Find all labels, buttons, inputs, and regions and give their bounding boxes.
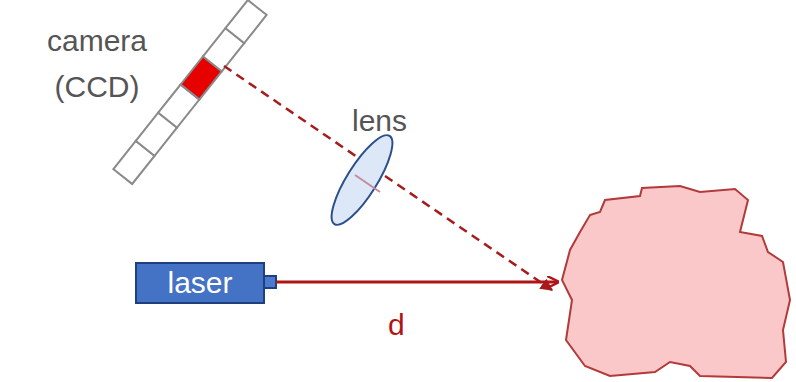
reflected-ray xyxy=(224,66,552,290)
laser-beam xyxy=(276,281,558,284)
distance-label: d xyxy=(388,302,428,348)
sensor-cell xyxy=(225,0,266,43)
lens-label: lens xyxy=(352,98,442,144)
lens-ray-segment xyxy=(355,175,380,192)
laser-nozzle xyxy=(264,276,276,288)
laser-box: laser xyxy=(135,262,265,304)
node-text: laser xyxy=(167,266,232,300)
target-object xyxy=(562,186,790,378)
camera-label: camera (CCD) xyxy=(22,18,172,110)
lens-shape xyxy=(322,128,403,232)
